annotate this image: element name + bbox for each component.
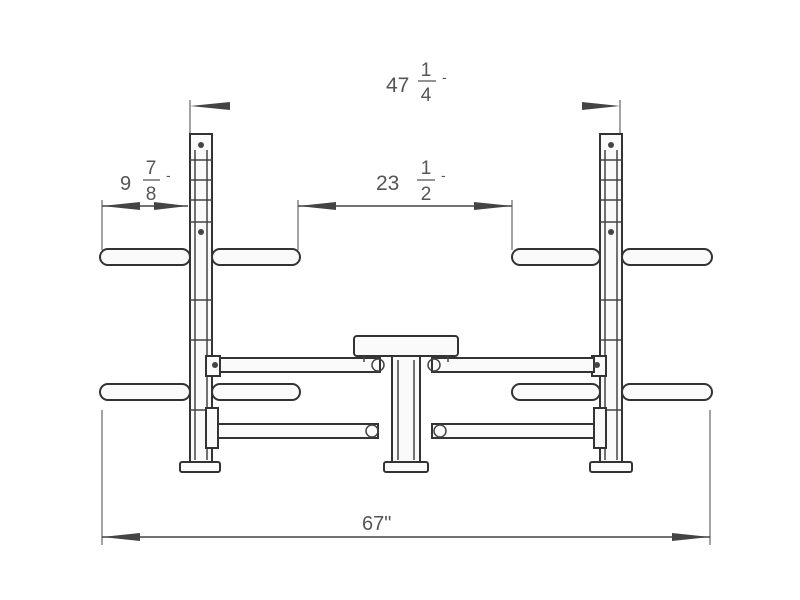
lower-crossbar-left	[217, 423, 379, 439]
upper-crossbar-right	[431, 357, 595, 373]
weight-horn-right-upper	[621, 248, 713, 266]
dim-arrow-right	[474, 202, 512, 210]
dimension-67: 67"	[101, 410, 711, 545]
dim-arrow-left	[298, 202, 336, 210]
bracket	[593, 407, 607, 449]
dim-arrow-right	[154, 202, 188, 210]
right-upright	[511, 133, 713, 473]
upper-crossbar-left	[219, 357, 381, 373]
bolt-icon	[212, 362, 218, 368]
center-foot-plate	[383, 461, 429, 473]
dim-denominator: 8	[146, 184, 157, 205]
bolt-icon	[594, 362, 600, 368]
dim-numerator: 1	[421, 158, 432, 179]
bolt-icon	[365, 424, 379, 438]
weight-horn-left-upper	[511, 248, 601, 266]
dim-denominator: 4	[421, 85, 432, 106]
bolt-icon	[198, 142, 204, 148]
dim-numerator: 1	[421, 60, 432, 81]
bolt-icon	[427, 358, 441, 372]
weight-horn-left-upper	[99, 248, 191, 266]
dimension-9-7-8: 9 7 8 -	[101, 158, 188, 250]
foot-plate	[589, 461, 633, 473]
bolt-icon	[433, 424, 447, 438]
dim-overall-width: 67"	[362, 513, 391, 535]
dim-denominator: 2	[421, 184, 432, 205]
dim-mark: -	[166, 167, 171, 183]
weight-horn-right-lower	[211, 383, 301, 401]
dim-whole: 23	[376, 172, 399, 195]
dim-arrow-right	[672, 533, 710, 541]
weight-horn-left-lower	[99, 383, 191, 401]
dim-arrow-left	[190, 102, 230, 110]
left-upright	[99, 133, 301, 473]
bolt-icon	[371, 358, 385, 372]
foot-plate	[179, 461, 221, 473]
bench-pad	[353, 335, 459, 357]
dimension-47-quarter: 47 1 4 -	[189, 60, 621, 135]
dim-mark: -	[442, 69, 447, 85]
bolt-icon	[608, 229, 614, 235]
dim-arrow-right	[582, 102, 620, 110]
center-support	[353, 335, 459, 473]
dim-mark: -	[441, 167, 446, 183]
bolt-icon	[198, 229, 204, 235]
dim-arrow-left	[102, 533, 140, 541]
weight-horn-right-upper	[211, 248, 301, 266]
cross-bars	[212, 357, 600, 439]
bolt-icon	[608, 142, 614, 148]
lower-crossbar-right	[431, 423, 595, 439]
weight-horn-left-lower	[511, 383, 601, 401]
dim-whole: 47	[386, 74, 409, 97]
dim-numerator: 7	[146, 158, 157, 179]
dim-whole: 9	[120, 173, 131, 195]
weight-horn-right-lower	[621, 383, 713, 401]
center-post	[391, 355, 421, 465]
dim-arrow-left	[102, 202, 140, 210]
bracket	[205, 407, 219, 449]
dimension-23-half: 23 1 2 -	[297, 158, 513, 250]
